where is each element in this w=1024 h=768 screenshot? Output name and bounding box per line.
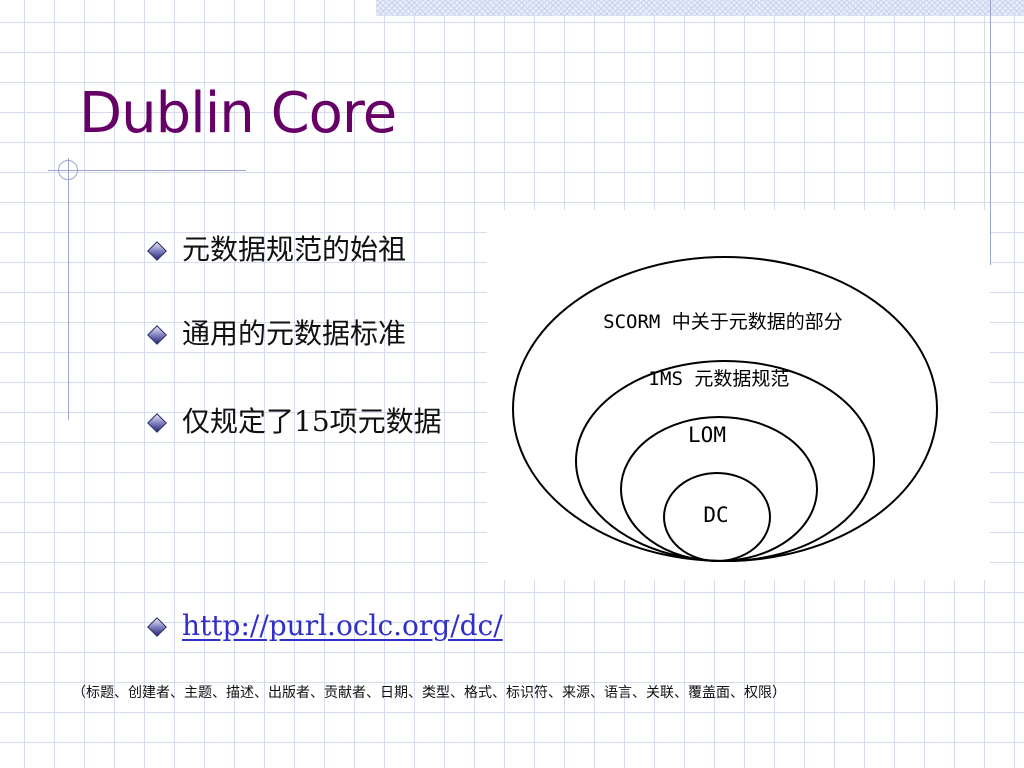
diamond-bullet-icon [147,617,167,637]
nested-ellipse-diagram: SCORM 中关于元数据的部分 IMS 元数据规范 LOM DC [487,210,990,580]
dc-label: DC [703,503,728,527]
scorm-label: SCORM 中关于元数据的部分 [603,311,843,333]
diamond-bullet-icon [147,325,167,345]
bullet-item-fifteen-elements: 仅规定了15项元数据 [147,405,448,438]
ims-label: IMS 元数据规范 [649,368,790,390]
bullet-item-standard: 通用的元数据标准 [147,317,407,350]
element-list-footnote: （标题、创建者、主题、描述、出版者、贡献者、日期、类型、格式、标识符、来源、语言… [72,685,786,701]
bullet-text: 仅规定了15项元数据 [182,405,442,438]
right-vertical-rule [990,0,991,265]
dc-ellipse [663,472,771,562]
lom-label: LOM [688,423,726,447]
ims-ellipse [575,360,875,562]
bullet-item-origin: 元数据规范的始祖 [147,233,407,266]
bullet-text: 元数据规范的始祖 [182,233,407,266]
diamond-bullet-icon [147,241,167,261]
diamond-bullet-icon [147,413,167,433]
bullet-item-link: http://purl.oclc.org/dc/ [147,609,503,642]
bullet-text: 通用的元数据标准 [182,317,407,350]
slide-title: Dublin Core [79,81,397,146]
title-underline-rule [48,170,246,171]
dc-website-link[interactable]: http://purl.oclc.org/dc/ [182,609,503,642]
left-vertical-rule [68,158,69,420]
header-decoration-band [376,0,1024,16]
corner-circle-mark [58,160,78,180]
